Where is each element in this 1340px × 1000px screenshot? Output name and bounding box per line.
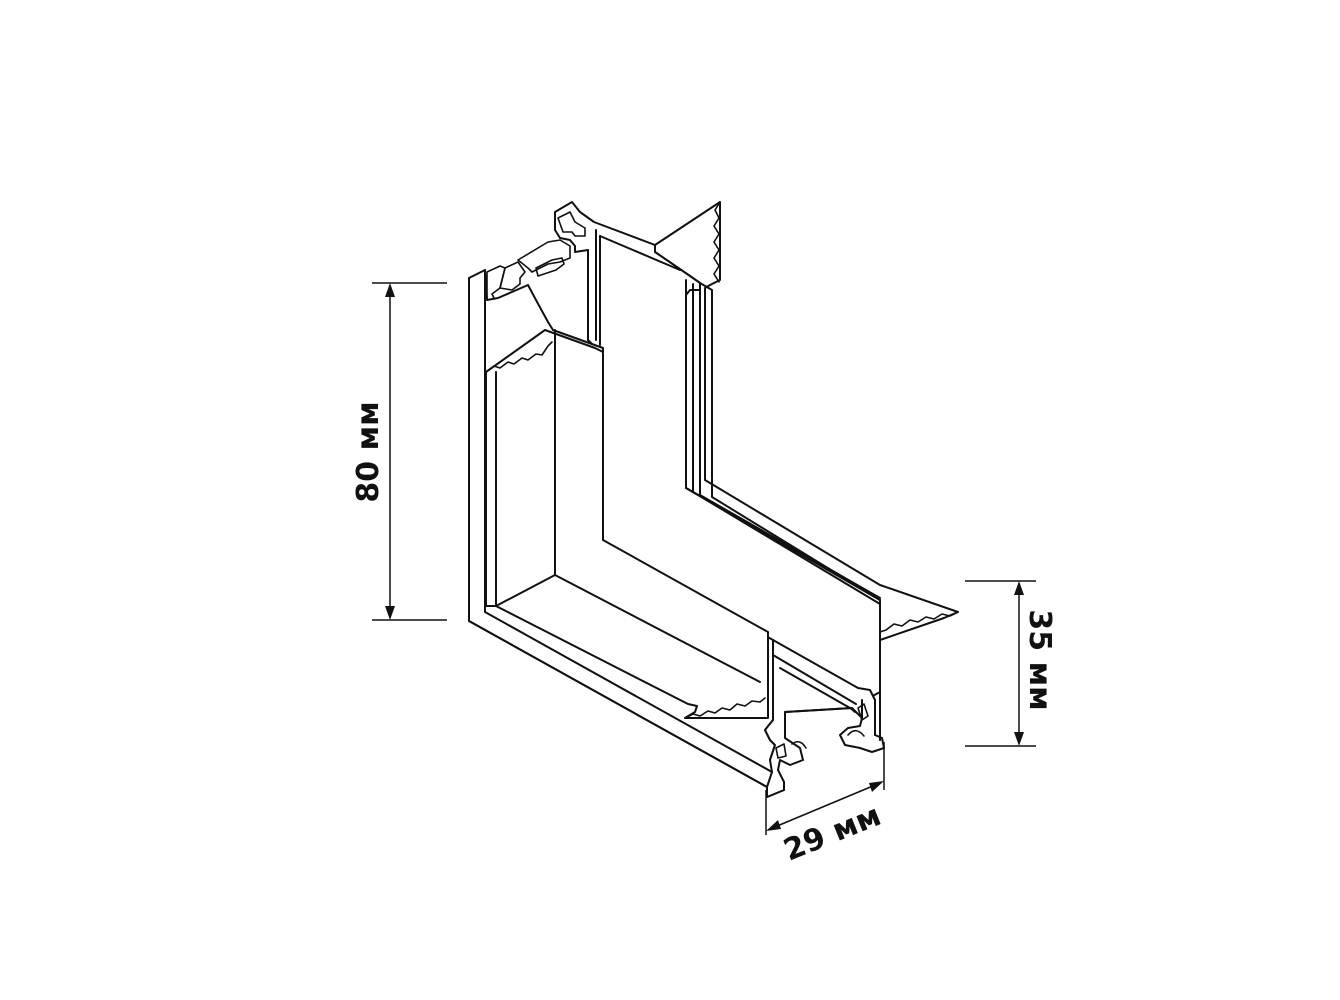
height-dimension-label: 80 мм <box>351 401 386 502</box>
bottom-section <box>764 599 885 798</box>
width-dimension-label: 29 мм <box>779 798 886 868</box>
dimension-height: 80 мм <box>351 282 447 621</box>
inner-vertical-wall <box>587 229 881 605</box>
dimension-depth: 35 мм <box>965 580 1057 747</box>
depth-dimension-label: 35 мм <box>1022 609 1057 710</box>
